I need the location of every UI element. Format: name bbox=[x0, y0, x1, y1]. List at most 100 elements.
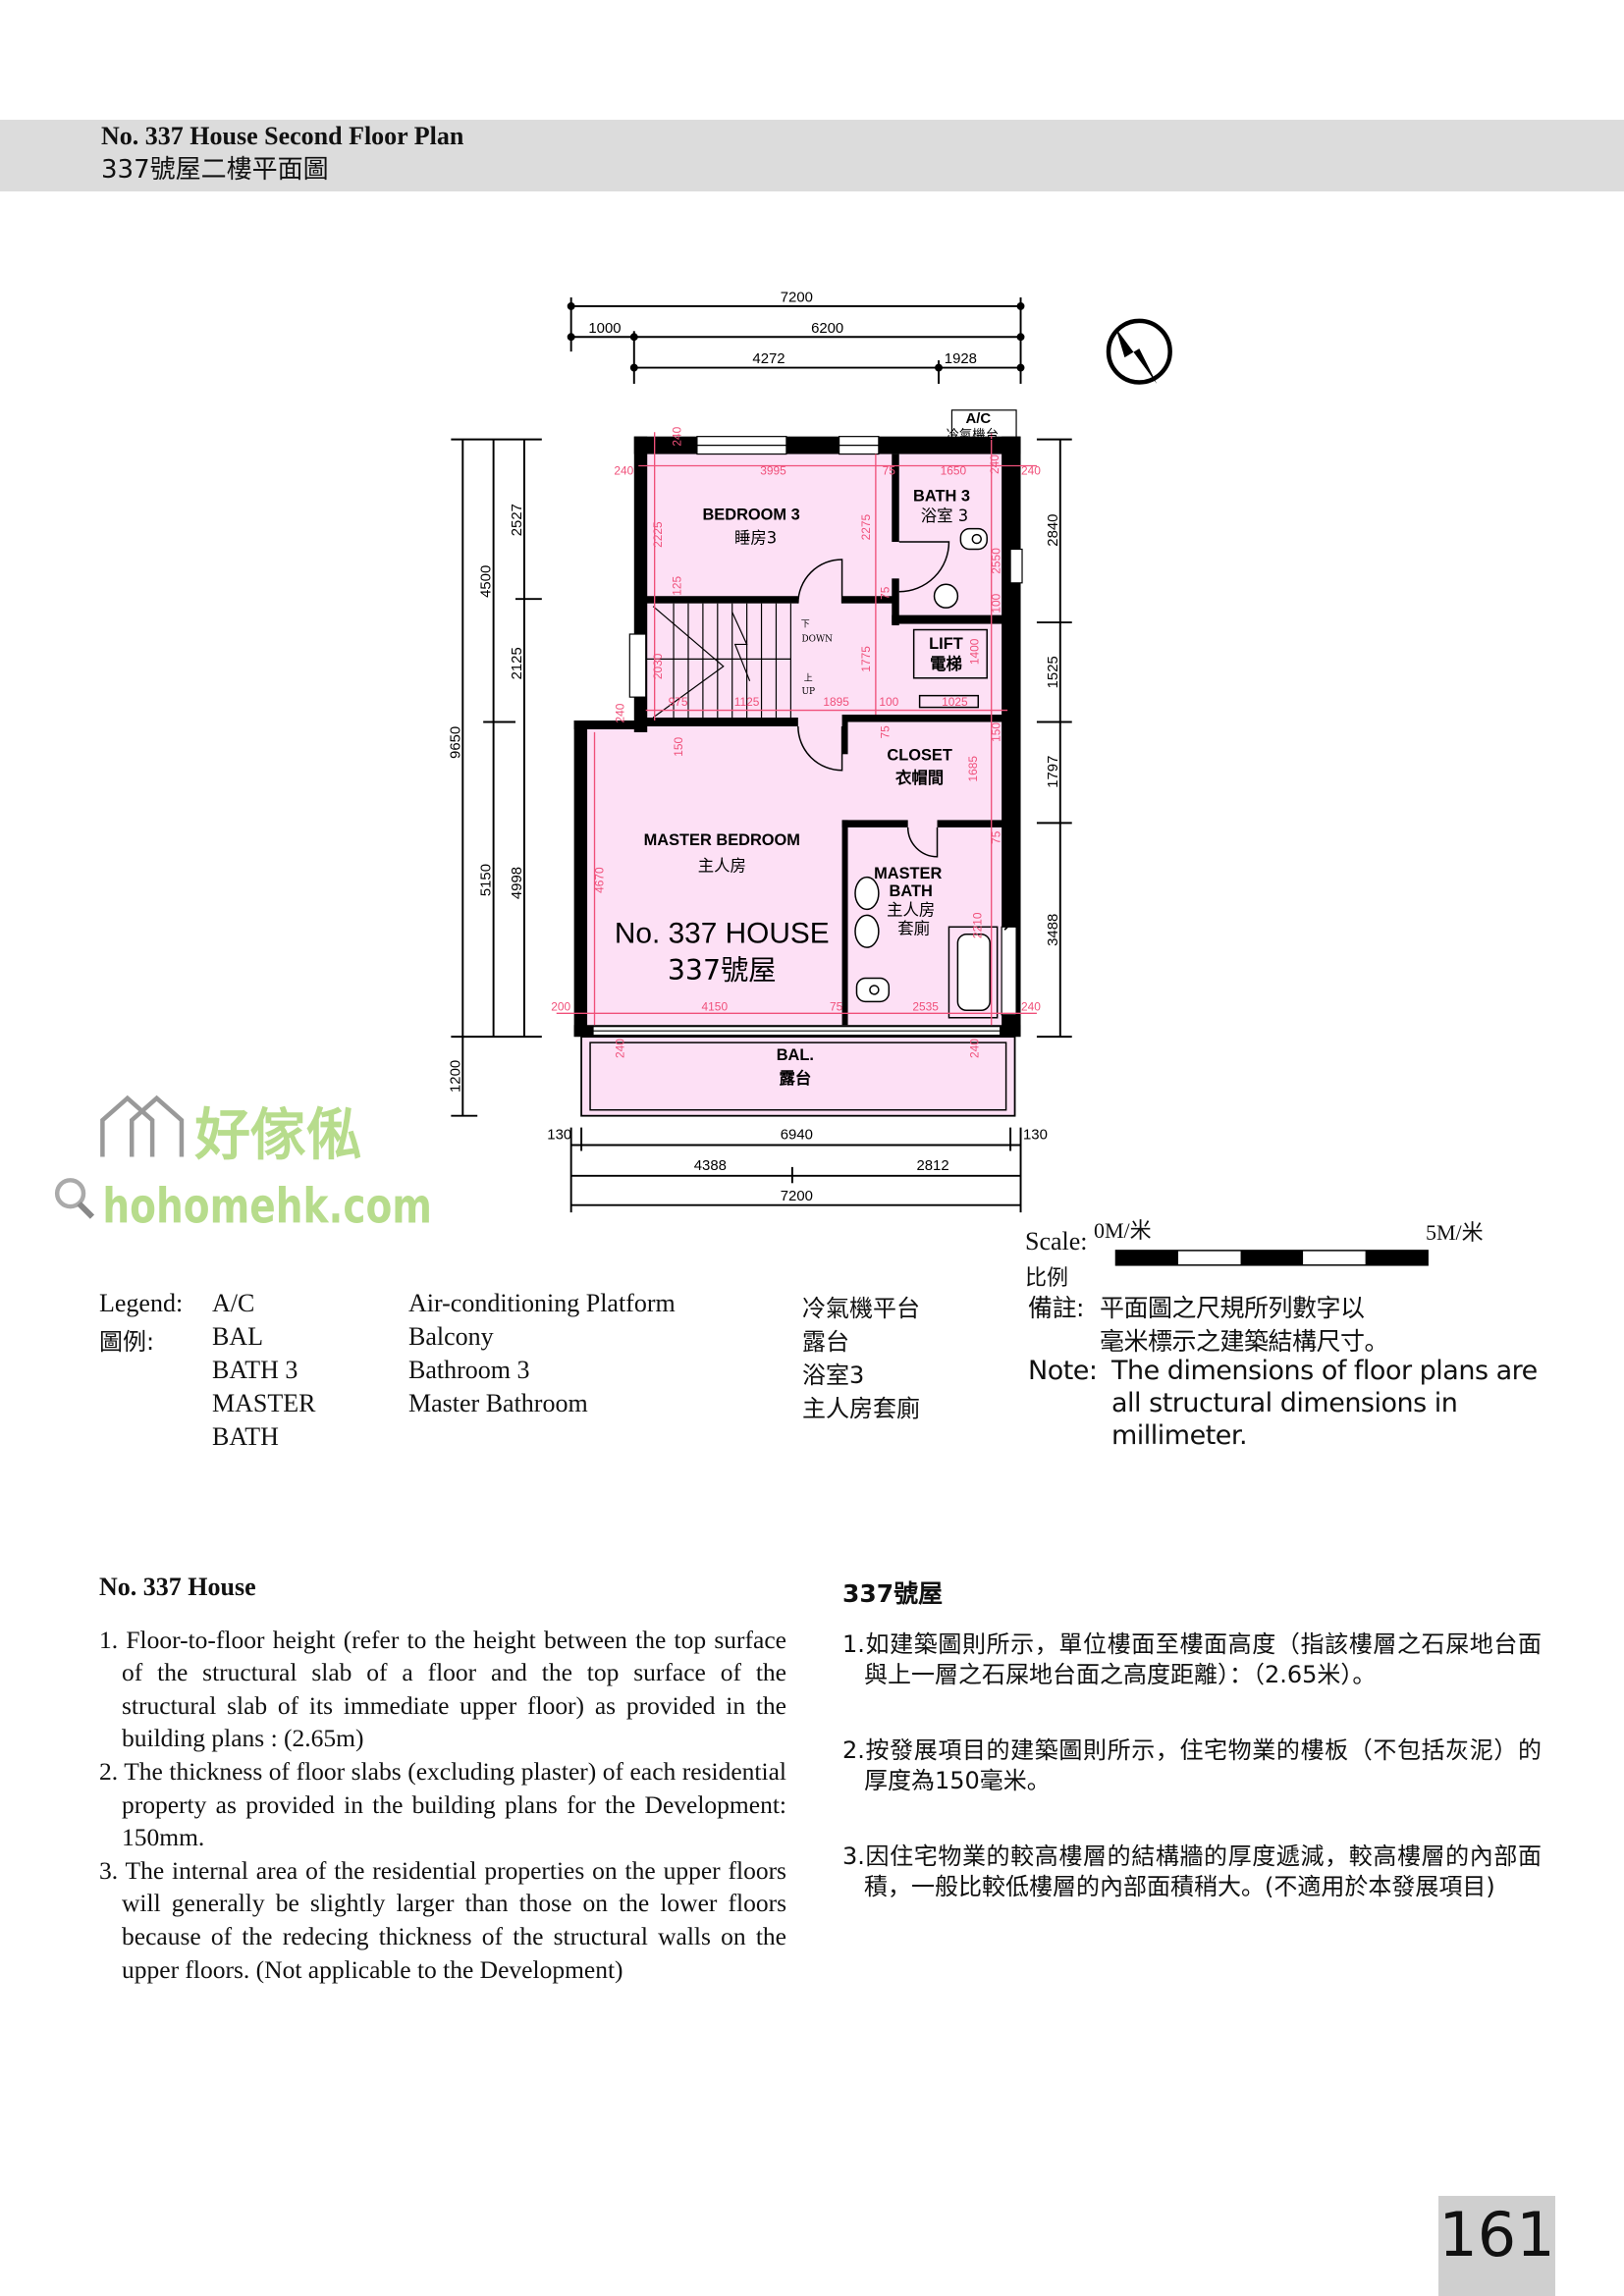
dim-label: 2840 bbox=[1046, 514, 1061, 547]
legend-desc-zh: 露台 bbox=[802, 1328, 849, 1356]
remark-en-line: millimeter. bbox=[1111, 1420, 1248, 1451]
legend-abbr: BATH 3 bbox=[212, 1356, 298, 1384]
scale-label-zh: 比例 bbox=[1025, 1266, 1069, 1291]
legend-abbr: MASTER bbox=[212, 1389, 316, 1417]
label-bedroom3-zh: 睡房3 bbox=[734, 529, 777, 548]
dim-label: 240 bbox=[613, 703, 626, 722]
legend-desc-zh: 浴室3 bbox=[802, 1362, 865, 1389]
dim-label: 3488 bbox=[1046, 914, 1061, 946]
basin-icon bbox=[933, 583, 959, 609]
top-dimensions: 7200 1000 6200 4272 1928 bbox=[567, 290, 1025, 384]
page-title-zh: 337號屋二樓平面圖 bbox=[101, 155, 329, 185]
legend-desc-zh: 冷氣機平台 bbox=[802, 1295, 920, 1322]
page-number-box bbox=[1438, 2196, 1555, 2296]
remark-en-line: The dimensions of floor plans are bbox=[1111, 1356, 1538, 1386]
label-down-zh: 下 bbox=[801, 620, 810, 630]
dim-label: 4272 bbox=[752, 351, 785, 367]
bottom-dimensions: 130 6940 130 4388 2812 7200 bbox=[547, 1128, 1048, 1213]
dim-label: 150 bbox=[672, 737, 685, 757]
label-master-bath-2: BATH bbox=[890, 882, 933, 900]
notes-title-zh: 337號屋 bbox=[842, 1579, 944, 1608]
remark-en-line: all structural dimensions in bbox=[1111, 1388, 1458, 1418]
note-item: 2. The thickness of floor slabs (excludi… bbox=[99, 1756, 786, 1852]
dim-label: 75 bbox=[990, 830, 1003, 844]
dim-label: 200 bbox=[551, 999, 570, 1013]
dim-label: 9650 bbox=[448, 726, 463, 759]
right-dimensions: 2840 1525 1797 3488 bbox=[1036, 438, 1072, 1039]
dim-label: 2225 bbox=[651, 521, 665, 548]
internal-dimension-lines bbox=[556, 432, 1037, 1026]
dim-label: 1400 bbox=[967, 638, 981, 665]
label-master-bedroom: MASTER BEDROOM bbox=[644, 831, 800, 849]
dim-label: 2275 bbox=[859, 514, 873, 541]
left-dimensions: 9650 4500 5150 1200 2527 2125 4998 bbox=[448, 438, 542, 1117]
legend-desc: Master Bathroom bbox=[408, 1389, 588, 1417]
doors bbox=[797, 541, 950, 858]
dim-label: 100 bbox=[879, 695, 898, 709]
dim-label: 2550 bbox=[990, 548, 1003, 574]
label-ac: A/C bbox=[965, 411, 991, 427]
dim-label: 975 bbox=[669, 695, 688, 709]
legend-title-zh: 圖例: bbox=[99, 1328, 155, 1356]
dim-label: 1928 bbox=[945, 351, 977, 367]
dim-label: 240 bbox=[967, 1039, 981, 1058]
bathtub-icon bbox=[947, 926, 999, 1019]
staircase bbox=[645, 603, 791, 719]
dim-label: 2527 bbox=[510, 504, 525, 536]
dim-label: 75 bbox=[878, 586, 892, 600]
label-down: DOWN bbox=[801, 634, 833, 644]
dim-label: 2812 bbox=[916, 1158, 948, 1174]
scale-bar bbox=[1114, 1250, 1429, 1266]
dim-label: 130 bbox=[547, 1128, 571, 1144]
label-master-bath-zh-2: 套廁 bbox=[897, 920, 930, 938]
fixtures bbox=[854, 511, 1020, 1019]
remark-zh-label: 備註: bbox=[1028, 1294, 1084, 1322]
dim-label: 6940 bbox=[781, 1128, 813, 1144]
label-bedroom3: BEDROOM 3 bbox=[702, 507, 799, 524]
dim-label: 4998 bbox=[510, 867, 525, 899]
dim-label: 240 bbox=[988, 454, 1001, 474]
dim-label: 1000 bbox=[588, 321, 621, 337]
notes-title: No. 337 House bbox=[99, 1573, 256, 1601]
note-item-zh: 1.如建築圖則所示，單位樓面至樓面高度（指該樓層之石屎地台面與上一層之石屎地台面… bbox=[842, 1630, 1542, 1688]
dim-label: 1525 bbox=[1046, 656, 1061, 688]
note-item-zh: 2.按發展項目的建築圖則所示，住宅物業的樓板（不包括灰泥）的厚度為150毫米。 bbox=[842, 1736, 1542, 1794]
scale-label: Scale: bbox=[1025, 1227, 1088, 1255]
label-balcony-zh: 露台 bbox=[779, 1069, 811, 1088]
legend-abbr: BATH bbox=[212, 1422, 279, 1451]
legend-desc: Balcony bbox=[408, 1322, 494, 1351]
dim-label: 240 bbox=[613, 1039, 626, 1058]
dim-label: 7200 bbox=[781, 1189, 813, 1204]
legend-title: Legend: bbox=[99, 1289, 184, 1317]
label-master-bath: MASTER bbox=[874, 865, 942, 882]
label-up: UP bbox=[801, 687, 815, 697]
label-bath3: BATH 3 bbox=[913, 487, 970, 505]
dim-label: 6200 bbox=[811, 321, 843, 337]
remark-zh-line: 毫米標示之建築結構尺寸。 bbox=[1100, 1327, 1389, 1356]
dim-label: 4388 bbox=[694, 1158, 727, 1174]
page-number: 161 bbox=[1438, 2199, 1555, 2270]
ac-x-icon bbox=[1003, 511, 1020, 931]
dim-label: 1025 bbox=[942, 695, 968, 709]
legend-abbr: BAL bbox=[212, 1322, 263, 1351]
dim-label: 2535 bbox=[912, 999, 939, 1013]
dim-label: 75 bbox=[883, 463, 896, 477]
north-arrow-icon bbox=[1106, 318, 1172, 385]
note-item: 1. Floor-to-floor height (refer to the h… bbox=[99, 1625, 786, 1753]
legend-desc-zh: 主人房套廁 bbox=[802, 1395, 920, 1422]
internal-dimension-labels: 240 3995 75 1650 240 240 240 2225 2275 2… bbox=[551, 426, 1041, 1058]
basin-icon bbox=[854, 876, 880, 948]
label-ac-zh: 冷氣機台 bbox=[946, 428, 999, 444]
dim-label: 240 bbox=[614, 463, 633, 477]
dim-label: 3995 bbox=[760, 463, 786, 477]
label-closet-zh: 衣帽間 bbox=[895, 769, 944, 787]
label-house-number: No. 337 HOUSE bbox=[615, 918, 830, 950]
label-balcony: BAL. bbox=[777, 1046, 814, 1064]
dim-label: 1895 bbox=[823, 695, 849, 709]
dim-label: 4150 bbox=[702, 999, 729, 1013]
dim-label: 240 bbox=[1021, 999, 1041, 1013]
label-bath3-zh: 浴室 3 bbox=[921, 507, 968, 525]
magnifier-icon bbox=[54, 1178, 95, 1219]
scale-end: 5M/米 bbox=[1426, 1220, 1484, 1245]
toilet-icon bbox=[959, 527, 988, 551]
